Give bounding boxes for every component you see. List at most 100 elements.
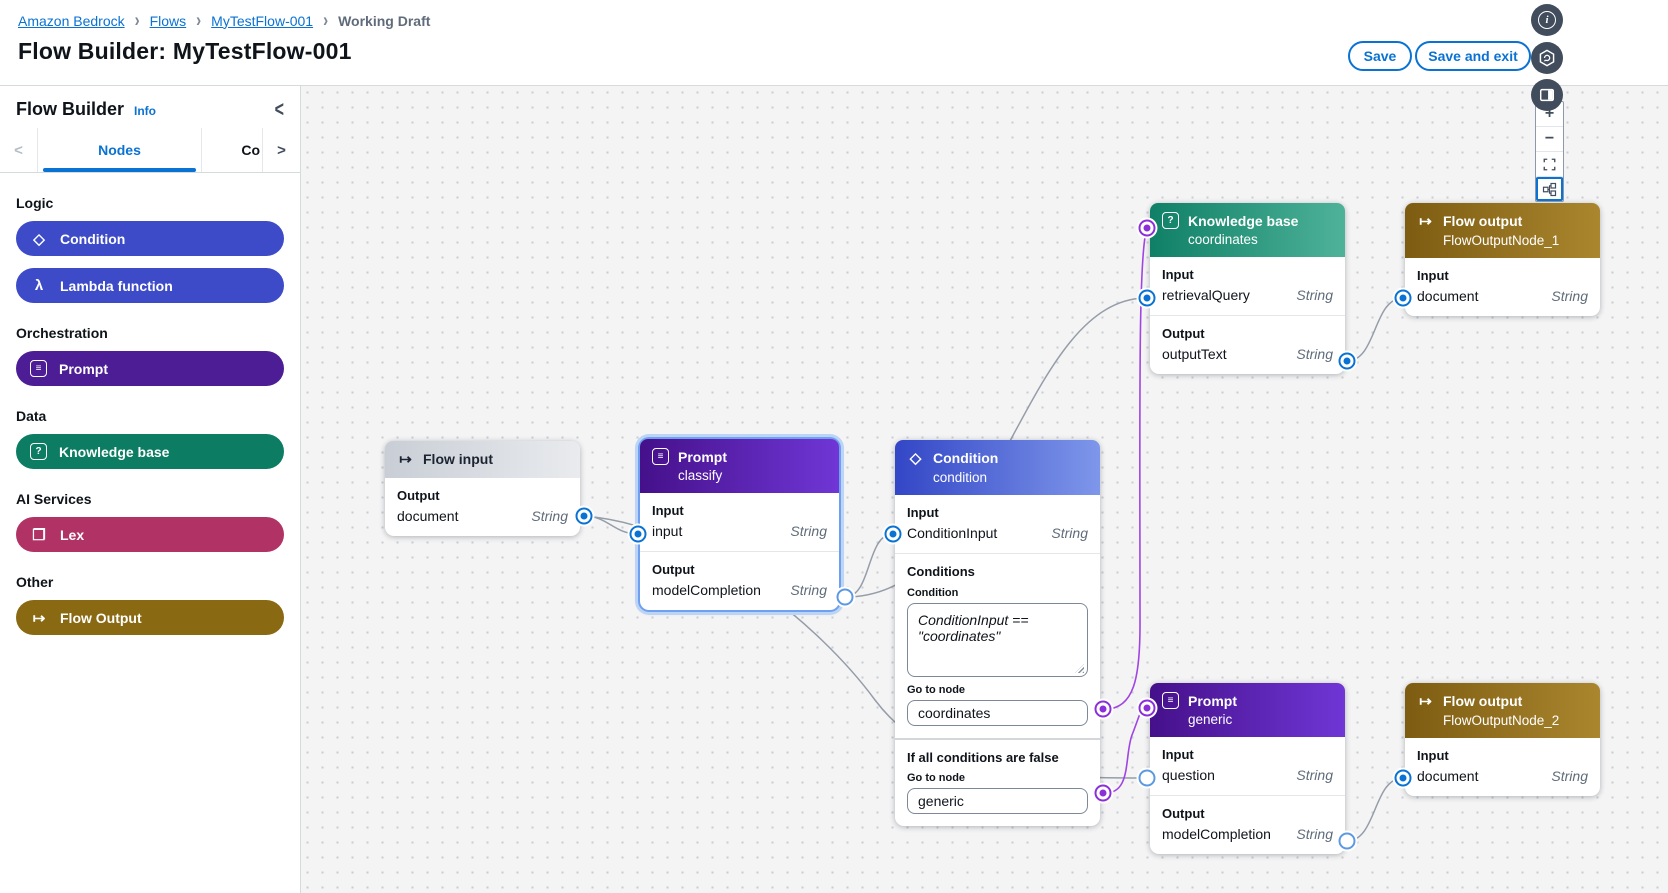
node-name: FlowOutputNode_1 <box>1443 233 1560 248</box>
tabs-scroll-left-icon[interactable]: < <box>0 128 38 172</box>
port-classify-modelcompletion-output[interactable] <box>836 588 854 606</box>
tabs-scroll-right-icon[interactable]: > <box>262 128 300 172</box>
edge-classify-to-condition <box>844 533 894 598</box>
node-name: generic <box>1188 712 1233 727</box>
field-type: String <box>1296 826 1333 842</box>
goto-label: Go to node <box>907 684 966 696</box>
section-divider <box>895 738 1100 740</box>
condition-icon: ◇ <box>909 450 922 467</box>
breadcrumb-separator: › <box>323 9 329 32</box>
zoom-in-button[interactable]: + <box>1544 105 1555 122</box>
info-button[interactable]: i <box>1531 4 1563 36</box>
field-type: String <box>1296 767 1333 783</box>
breadcrumb-separator: › <box>134 9 140 32</box>
save-button[interactable]: Save <box>1348 41 1412 71</box>
field-type: String <box>790 582 827 598</box>
port-knowledge-base-node-target[interactable] <box>1138 219 1156 237</box>
field-name: document <box>1417 768 1479 784</box>
section-label-other: Other <box>16 574 54 590</box>
port-condition-goto-coordinates[interactable] <box>1094 700 1112 718</box>
field-name: modelCompletion <box>1162 826 1271 842</box>
lex-icon: ❐ <box>32 526 46 544</box>
palette-item-label: Prompt <box>59 360 108 377</box>
port-flow-output-2-document-input[interactable] <box>1394 769 1412 787</box>
top-bar: Amazon Bedrock › Flows › MyTestFlow-001 … <box>0 0 1668 86</box>
goto-node-input[interactable]: coordinates <box>907 700 1088 726</box>
zoom-out-button[interactable]: − <box>1536 126 1563 151</box>
edge-goto-coordinates <box>1102 227 1148 710</box>
input-label: Input <box>1417 748 1449 763</box>
split-panel-button[interactable] <box>1531 79 1563 111</box>
palette-item-flow-output[interactable]: ↦ Flow Output <box>16 600 284 635</box>
condition-label: Condition <box>907 587 959 599</box>
fit-view-button[interactable] <box>1536 151 1563 176</box>
node-prompt-generic[interactable]: ≡ Prompt generic Input question String O… <box>1150 683 1345 854</box>
tab-configure[interactable]: Co <box>241 142 260 158</box>
breadcrumb-flow-name[interactable]: MyTestFlow-001 <box>211 12 314 29</box>
panel-tabs: < Nodes Co > <box>0 128 300 173</box>
port-generic-modelcompletion-output[interactable] <box>1338 832 1356 850</box>
port-flow-output-1-document-input[interactable] <box>1394 289 1412 307</box>
panel-info-link[interactable]: Info <box>134 104 156 118</box>
palette-item-condition[interactable]: ◇ Condition <box>16 221 284 256</box>
node-title: Flow output <box>1443 693 1523 709</box>
section-label-ai-services: AI Services <box>16 491 92 507</box>
breadcrumb-amazon-bedrock[interactable]: Amazon Bedrock <box>18 12 125 29</box>
port-knowledge-base-retrievalquery-input[interactable] <box>1138 289 1156 307</box>
save-and-exit-button[interactable]: Save and exit <box>1415 41 1531 71</box>
field-type: String <box>1296 287 1333 303</box>
input-label: Input <box>1417 268 1449 283</box>
node-name: classify <box>678 468 723 483</box>
condition-expression-textarea[interactable]: ConditionInput == "coordinates" <box>907 603 1088 677</box>
port-flow-input-document-output[interactable] <box>575 507 593 525</box>
palette-item-label: Lambda function <box>60 277 173 294</box>
flow-canvas[interactable]: ↦ Flow input Output document String ≡ Pr… <box>300 85 1668 893</box>
prompt-icon: ≡ <box>30 360 47 377</box>
port-classify-input[interactable] <box>629 525 647 543</box>
node-name: condition <box>933 470 988 485</box>
palette-item-label: Knowledge base <box>59 443 170 460</box>
node-title: Flow input <box>423 451 493 467</box>
field-name: document <box>397 508 459 524</box>
field-name: retrievalQuery <box>1162 287 1250 303</box>
node-flow-output-1[interactable]: ↦ Flow output FlowOutputNode_1 Input doc… <box>1405 203 1600 316</box>
divider <box>640 551 839 552</box>
node-condition[interactable]: ◇ Condition condition Input ConditionInp… <box>895 440 1100 826</box>
split-panel-icon <box>1539 88 1555 102</box>
node-flow-input[interactable]: ↦ Flow input Output document String <box>385 441 580 536</box>
panel-collapse-icon[interactable]: < <box>274 98 284 123</box>
field-type: String <box>1551 768 1588 784</box>
node-name: coordinates <box>1188 232 1258 247</box>
input-label: Input <box>907 505 939 520</box>
output-label: Output <box>1162 326 1205 341</box>
flow-builder-panel: Flow Builder Info < < Nodes Co > Logic ◇… <box>0 85 301 893</box>
node-prompt-classify[interactable]: ≡ Prompt classify Input input String Out… <box>640 439 839 610</box>
field-name: ConditionInput <box>907 525 998 541</box>
extensions-button[interactable] <box>1531 42 1563 74</box>
flow-output-icon: ↦ <box>1419 213 1432 230</box>
node-knowledge-base[interactable]: ? Knowledge base coordinates Input retri… <box>1150 203 1345 374</box>
section-label-logic: Logic <box>16 195 54 211</box>
tab-nodes[interactable]: Nodes <box>38 128 202 172</box>
node-title: Flow output <box>1443 213 1523 229</box>
palette-item-lex[interactable]: ❐ Lex <box>16 517 284 552</box>
canvas-toolbar: + − <box>1535 101 1564 202</box>
palette-item-lambda-function[interactable]: λ Lambda function <box>16 268 284 303</box>
palette-item-prompt[interactable]: ≡ Prompt <box>16 351 284 386</box>
port-condition-input[interactable] <box>884 525 902 543</box>
prompt-icon: ≡ <box>652 448 669 465</box>
node-flow-output-2[interactable]: ↦ Flow output FlowOutputNode_2 Input doc… <box>1405 683 1600 796</box>
field-row: input String <box>640 519 839 551</box>
auto-layout-button[interactable] <box>1536 176 1563 201</box>
fit-view-icon <box>1543 158 1556 170</box>
knowledge-base-icon: ? <box>1162 212 1179 229</box>
divider <box>895 553 1100 554</box>
else-goto-node-input[interactable]: generic <box>907 788 1088 814</box>
condition-icon: ◇ <box>33 230 45 248</box>
breadcrumb-flows[interactable]: Flows <box>149 12 187 29</box>
port-prompt-generic-node-target[interactable] <box>1138 699 1156 717</box>
port-knowledge-base-outputtext-output[interactable] <box>1338 352 1356 370</box>
port-condition-goto-generic[interactable] <box>1094 784 1112 802</box>
port-generic-question-input[interactable] <box>1138 769 1156 787</box>
palette-item-knowledge-base[interactable]: ? Knowledge base <box>16 434 284 469</box>
